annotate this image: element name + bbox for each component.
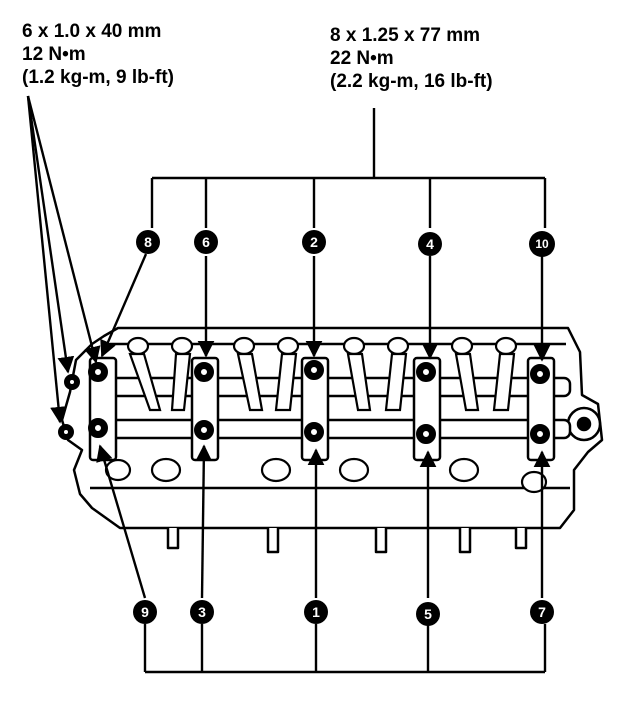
spec-small-bolt: 6 x 1.0 x 40 mm 12 N•m (1.2 kg-m, 9 lb-f… [22,20,174,89]
callout-5: 5 [416,602,440,626]
callout-8: 8 [136,230,160,254]
spec-large-bolt-size: 8 x 1.25 x 77 mm [330,25,480,46]
rocker-arms [126,336,518,412]
leader-lines [26,95,551,674]
callout-3: 3 [190,600,214,624]
callout-4-label: 4 [426,236,434,252]
callout-5-label: 5 [424,606,432,622]
spec-large-bolt-torque-alt: (2.2 kg-m, 16 lb-ft) [330,71,493,92]
callout-2-label: 2 [310,234,318,250]
callout-7-label: 7 [538,604,546,620]
callout-8-label: 8 [144,234,152,250]
callout-9-label: 9 [141,604,149,620]
callout-7: 7 [530,600,554,624]
callout-2: 2 [302,230,326,254]
callout-10-label: 10 [535,237,549,251]
callout-6-label: 6 [202,234,210,250]
callout-9: 9 [133,600,157,624]
spec-small-bolt-torque: 12 N•m [22,44,86,65]
spec-large-bolt-torque: 22 N•m [330,48,394,69]
cap-bolts [58,360,550,444]
valve-springs [104,457,548,494]
callout-1-label: 1 [312,604,320,620]
spec-large-bolt: 8 x 1.25 x 77 mm 22 N•m (2.2 kg-m, 16 lb… [330,24,493,93]
callout-3-label: 3 [198,604,206,620]
callout-4: 4 [418,232,442,256]
spec-small-bolt-torque-alt: (1.2 kg-m, 9 lb-ft) [22,67,175,88]
callout-6: 6 [194,230,218,254]
callout-10: 10 [529,231,555,257]
spec-small-bolt-size: 6 x 1.0 x 40 mm [22,21,162,42]
callout-1: 1 [304,600,328,624]
